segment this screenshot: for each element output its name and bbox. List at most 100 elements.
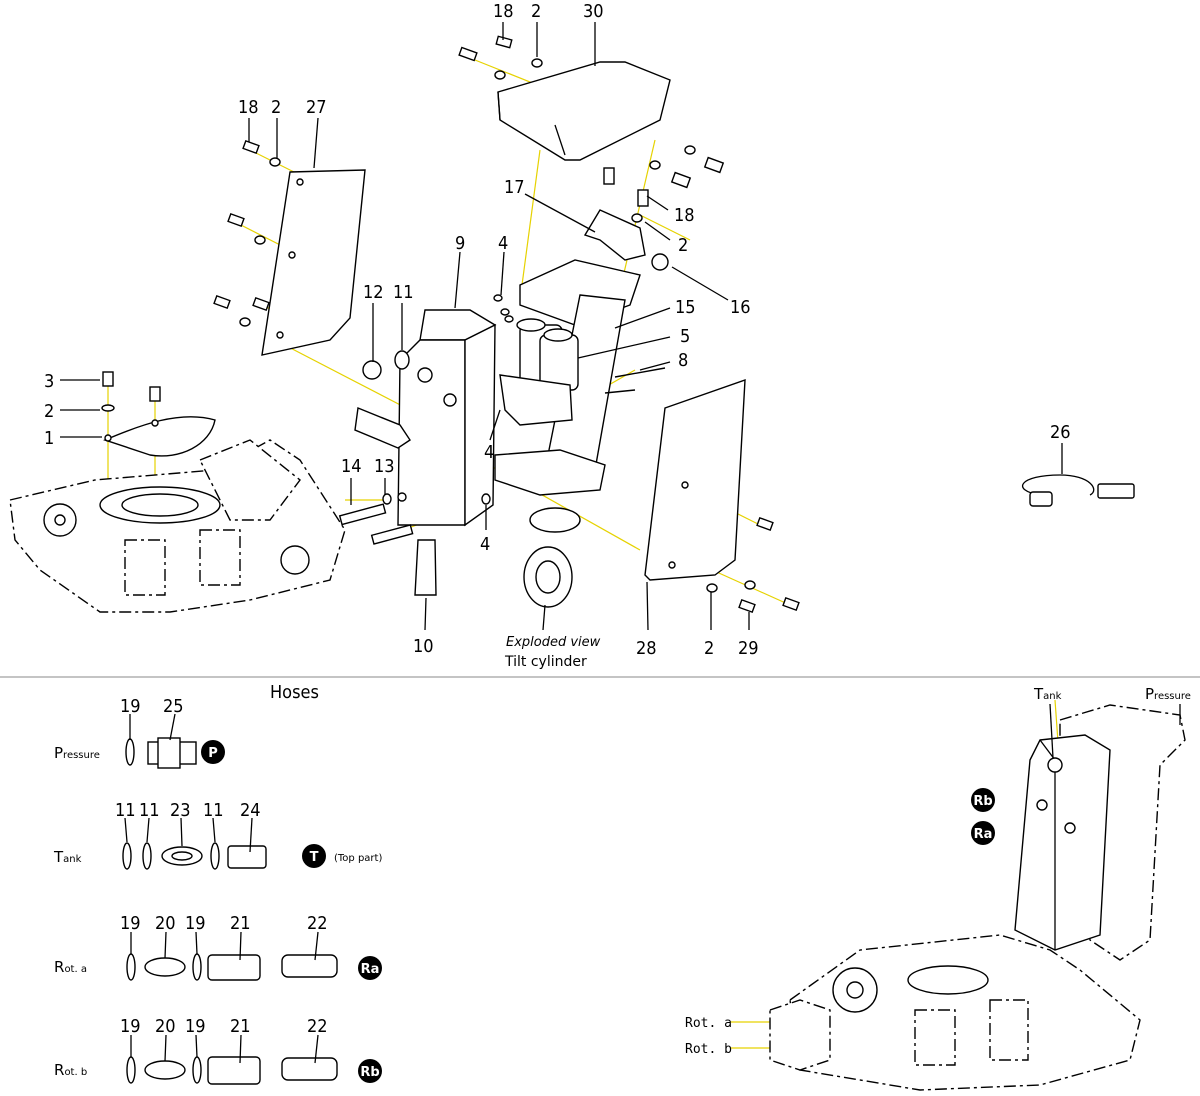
callout-2-left: 2 [271,97,281,118]
callout-12: 12 [363,282,384,303]
svg-text:Ra: Ra [974,827,993,842]
callout-8: 8 [678,350,688,371]
callout-3: 3 [44,371,54,392]
callout-14: 14 [341,456,362,477]
row-label-pressure: Pressure [54,744,100,762]
leader-lines [60,22,1063,631]
fitting-12 [362,360,382,380]
callout-11: 11 [393,282,414,303]
callout-10: 10 [413,636,434,657]
badge-t [302,844,326,868]
hoses-labels: Hoses Pressure 19 25 Tank 11 11 23 11 24… [53,682,382,1079]
label-pressure: Pressure [1145,685,1191,703]
svg-text:Ra: Ra [361,962,380,977]
part-num: 11 [203,800,224,821]
part-num: 24 [240,800,261,821]
callout-15: 15 [675,297,696,318]
callout-16: 16 [730,297,751,318]
callout-1: 1 [44,428,54,449]
bracket-17 [583,209,646,261]
callout-29: 29 [738,638,759,659]
hose-parts [122,737,338,1085]
filter-cartridge [354,407,411,449]
fitting-10 [414,539,437,596]
svg-text:T: T [310,850,319,865]
callout-2-top: 2 [531,1,541,22]
row-label-tank: Tank [53,848,82,866]
assembled-leaders [1049,703,1181,759]
part-num: 11 [139,800,160,821]
base-screws [101,371,161,412]
callout-18-mid: 18 [674,205,695,226]
valve-body-15 [494,259,641,608]
part-num: 19 [120,1016,141,1037]
part-num: 11 [115,800,136,821]
cover-plate-1 [103,416,216,457]
badge-rb-row [358,1059,382,1083]
svg-text:Rb: Rb [360,1065,379,1080]
plug-16 [651,253,669,271]
callout-26: 26 [1050,422,1071,443]
port-badges: P T Ra Rb Rb Ra [201,740,995,1083]
callout-4-low: 4 [480,534,490,555]
screws-14-13 [338,493,491,545]
cable-26 [1021,474,1135,507]
part-num: 23 [170,800,191,821]
top-cover-30 [497,61,671,161]
svg-text:P: P [208,746,218,761]
badge-ra-view [971,821,995,845]
part-num: 22 [307,913,328,934]
part-num: 21 [230,913,251,934]
row-label-rot-b: Rot. b [54,1061,87,1079]
side-cover-28 [644,378,746,581]
callout-9: 9 [455,233,465,254]
caption-exploded-view: Exploded view [506,635,601,650]
caption-tilt-cylinder: Tilt cylinder [504,654,587,670]
badge-rb-view [971,788,995,812]
callout-18-top: 18 [493,1,514,22]
callout-2-mid: 2 [678,235,688,256]
tank-note: (Top part) [334,853,382,864]
hose-leaders [124,713,319,1064]
part-num: 19 [120,913,141,934]
callout-4-top: 4 [498,233,508,254]
callout-28: 28 [636,638,657,659]
callout-13: 13 [374,456,395,477]
part-num: 19 [120,696,141,717]
badge-p [201,740,225,764]
label-rot-a: Rot. a [685,1016,732,1031]
callout-2-base: 2 [44,401,54,422]
solenoid-valve-5 [499,318,579,426]
hoses-title: Hoses [270,682,319,703]
part-num: 20 [155,913,176,934]
callout-17: 17 [504,177,525,198]
callout-4-mid: 4 [484,442,494,463]
part-num: 22 [307,1016,328,1037]
assembled-labels: Tank Pressure Rot. a Rot. b [685,685,1191,1057]
row-label-rot-a: Rot. a [54,958,87,976]
callout-numbers: 18 2 30 18 2 27 17 18 2 9 4 16 15 5 8 12… [44,1,1071,670]
side-screws [213,139,281,327]
callout-30: 30 [583,1,604,22]
valve-block-9 [397,309,497,527]
label-rot-b: Rot. b [685,1042,732,1057]
svg-text:Rb: Rb [973,794,992,809]
part-num: 25 [163,696,184,717]
mid-screws [493,167,666,394]
part-num: 19 [185,913,206,934]
callout-18-left: 18 [238,97,259,118]
cover-screws-29 [706,516,800,614]
part-num: 19 [185,1016,206,1037]
callout-27: 27 [306,97,327,118]
gearbox-housing [9,439,346,613]
part-num: 20 [155,1016,176,1037]
assembled-view [769,704,1186,1091]
label-tank: Tank [1033,685,1062,703]
o-ring-11 [394,350,410,370]
side-cover-27 [261,169,366,356]
part-num: 21 [230,1016,251,1037]
callout-5: 5 [680,326,690,347]
callout-2-low: 2 [704,638,714,659]
top-screws [458,35,725,189]
